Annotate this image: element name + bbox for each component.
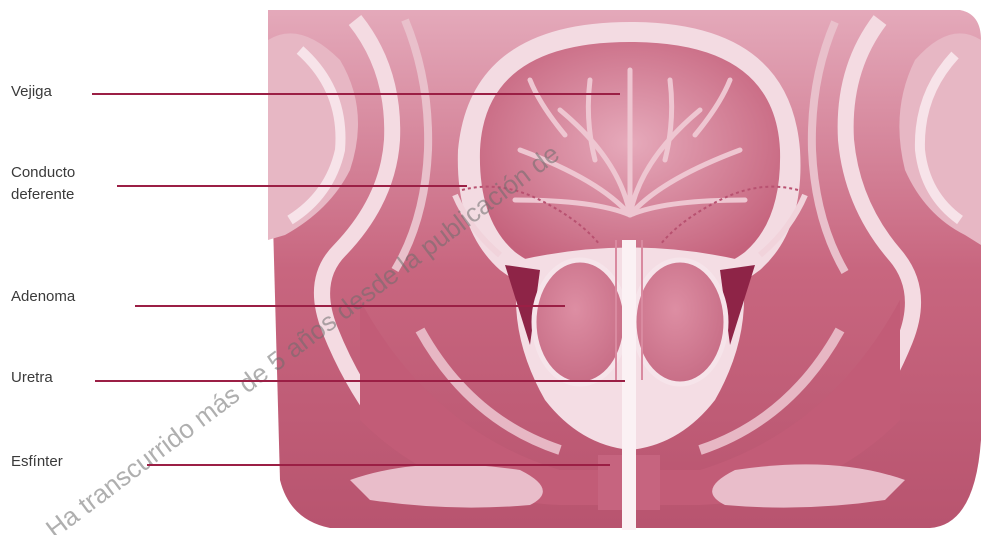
label-conducto-deferente-line1: Conducto: [11, 163, 75, 183]
label-conducto-deferente-line2: deferente: [11, 185, 74, 205]
label-vejiga: Vejiga: [11, 82, 52, 102]
adenoma-right-lobe: [634, 260, 726, 384]
label-uretra: Uretra: [11, 368, 53, 388]
label-esfinter: Esfínter: [11, 452, 63, 472]
leader-line-adenoma: [135, 305, 565, 307]
leader-line-vejiga: [92, 93, 620, 95]
leader-line-uretra: [95, 380, 625, 382]
leader-line-esfinter: [147, 464, 610, 466]
leader-line-conducto-deferente: [117, 185, 467, 187]
adenoma-left-lobe: [534, 260, 626, 384]
label-adenoma: Adenoma: [11, 287, 75, 307]
